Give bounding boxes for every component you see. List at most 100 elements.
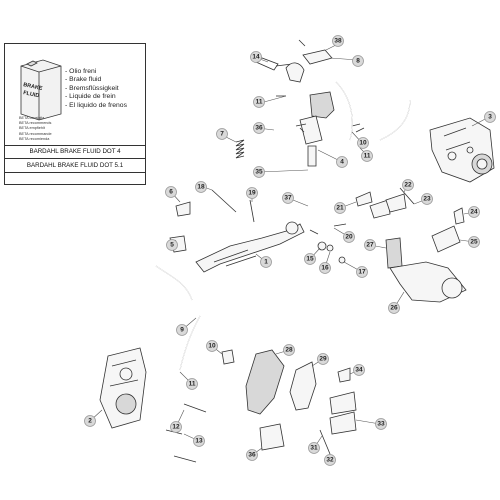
callout-34: 34 <box>353 364 365 376</box>
beta-line: BETA empfiehlt <box>19 126 45 131</box>
divider <box>5 158 145 159</box>
svg-text:25: 25 <box>470 239 478 246</box>
svg-text:12: 12 <box>172 424 180 431</box>
callout-31: 31 <box>308 442 320 454</box>
callout-10: 10 <box>357 137 369 149</box>
svg-text:18: 18 <box>197 184 205 191</box>
svg-text:8: 8 <box>356 58 360 65</box>
svg-text:34: 34 <box>355 367 363 374</box>
callout-35: 35 <box>253 166 265 178</box>
callout-17: 17 <box>356 266 368 278</box>
beta-line: BETA recomienda <box>19 136 50 141</box>
callout-33: 33 <box>375 418 387 430</box>
callout-1: 1 <box>260 256 272 268</box>
callout-36: 36 <box>253 122 265 134</box>
spring-7 <box>235 139 245 159</box>
rear-caliper-2 <box>99 347 207 463</box>
brake-fluid-info-box: BRAKE FLUID - Olio freni - Brake fluid -… <box>4 43 146 185</box>
svg-text:2: 2 <box>88 418 92 425</box>
svg-text:22: 22 <box>404 182 412 189</box>
svg-text:35: 35 <box>255 169 263 176</box>
svg-text:36: 36 <box>255 125 263 132</box>
caliper-3 <box>429 117 495 183</box>
callout-6: 6 <box>165 186 177 198</box>
divider <box>5 172 145 173</box>
callout-10: 10 <box>206 340 218 352</box>
callout-9: 9 <box>176 324 188 336</box>
divider <box>5 145 145 146</box>
rear-pads <box>245 349 357 455</box>
svg-text:33: 33 <box>377 421 385 428</box>
callout-21: 21 <box>334 202 346 214</box>
lang-item: - Bremsflüssigkeit <box>65 84 119 92</box>
svg-text:38: 38 <box>334 38 342 45</box>
callout-36: 36 <box>246 449 258 461</box>
svg-text:11: 11 <box>189 381 196 388</box>
brake-pedal-1 <box>169 189 305 273</box>
callout-12: 12 <box>170 421 182 433</box>
svg-text:28: 28 <box>285 347 293 354</box>
svg-text:26: 26 <box>390 305 398 312</box>
svg-text:11: 11 <box>364 153 371 160</box>
lang-item: - Brake fluid <box>65 76 102 84</box>
beta-line: BETA recommends <box>19 121 52 126</box>
beta-line: BETA consiglia <box>19 116 45 120</box>
svg-text:32: 32 <box>326 457 334 464</box>
fluid-language-list: - Olio freni - Brake fluid - Bremsflüssi… <box>65 68 127 110</box>
svg-text:13: 13 <box>195 438 203 445</box>
callout-3: 3 <box>484 111 496 123</box>
callout-24: 24 <box>468 206 480 218</box>
svg-text:23: 23 <box>423 196 431 203</box>
svg-text:20: 20 <box>345 234 353 241</box>
svg-text:27: 27 <box>366 242 374 249</box>
svg-text:14: 14 <box>252 54 260 61</box>
svg-text:19: 19 <box>248 190 256 197</box>
brake-hose-front <box>335 81 411 141</box>
callout-32: 32 <box>324 454 336 466</box>
svg-text:1: 1 <box>264 259 268 266</box>
small-hardware-center <box>309 187 465 264</box>
lang-item: - El liquido de frenos <box>65 101 127 109</box>
callout-15: 15 <box>304 253 316 265</box>
svg-text:24: 24 <box>470 209 478 216</box>
svg-text:3: 3 <box>488 114 492 121</box>
svg-text:29: 29 <box>319 356 327 363</box>
svg-text:5: 5 <box>170 242 174 249</box>
svg-text:15: 15 <box>306 256 314 263</box>
can-label-line2: FLUID <box>23 90 40 99</box>
fluid-dot51: BARDAHL BRAKE FLUID DOT 5.1 <box>26 162 124 169</box>
pads-front <box>385 225 467 303</box>
callout-8: 8 <box>352 55 364 67</box>
svg-text:37: 37 <box>284 195 292 202</box>
fluid-dot4: BARDAHL BRAKE FLUID DOT 4 <box>29 148 121 155</box>
callout-4: 4 <box>336 156 348 168</box>
callout-11: 11 <box>186 378 198 390</box>
svg-text:36: 36 <box>248 452 256 459</box>
callout-28: 28 <box>283 344 295 356</box>
callout-37: 37 <box>282 192 294 204</box>
beta-line: BETA recommande <box>19 131 52 136</box>
callout-5: 5 <box>166 239 178 251</box>
callout-25: 25 <box>468 236 480 248</box>
callout-20: 20 <box>343 231 355 243</box>
svg-text:21: 21 <box>336 205 344 212</box>
front-master-cylinder-assembly <box>255 39 365 167</box>
svg-text:17: 17 <box>358 269 366 276</box>
callout-26: 26 <box>388 302 400 314</box>
rear-brake-hose-9 <box>155 265 235 371</box>
svg-text:7: 7 <box>220 131 224 138</box>
svg-text:10: 10 <box>208 343 216 350</box>
svg-text:10: 10 <box>359 140 367 147</box>
callout-14: 14 <box>250 51 262 63</box>
callout-13: 13 <box>193 435 205 447</box>
callout-29: 29 <box>317 353 329 365</box>
can-label-line1: BRAKE <box>23 82 44 92</box>
callout-23: 23 <box>421 193 433 205</box>
lang-item: - Olio freni <box>65 68 97 75</box>
svg-text:11: 11 <box>256 99 263 106</box>
callout-11: 11 <box>253 96 265 108</box>
callout-38: 38 <box>332 35 344 47</box>
svg-text:31: 31 <box>310 445 318 452</box>
lang-item: - Liquide de frein <box>65 93 116 101</box>
